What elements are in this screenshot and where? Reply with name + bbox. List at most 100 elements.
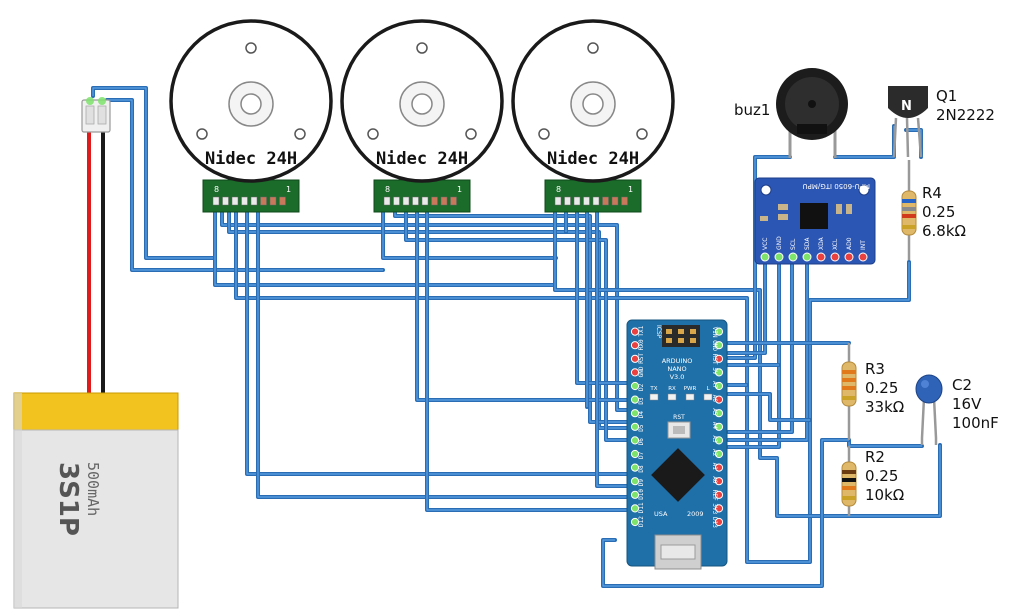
nano-pin bbox=[630, 341, 640, 350]
motor-hole bbox=[367, 128, 379, 140]
jst-connector bbox=[81, 97, 111, 133]
nano-title-2: NANO bbox=[667, 365, 686, 373]
nano-usa: USA bbox=[654, 510, 668, 518]
motor-pin bbox=[250, 196, 258, 206]
wire-highlight bbox=[728, 264, 780, 448]
wire-highlight bbox=[92, 87, 215, 259]
wire-highlight bbox=[221, 205, 637, 411]
nano-pin-label: GND bbox=[711, 340, 718, 351]
c2-ref: C2 bbox=[952, 376, 972, 394]
mpu-pin bbox=[774, 252, 784, 262]
nano-pin bbox=[714, 436, 724, 445]
nano-pin bbox=[714, 463, 724, 472]
nano-pin bbox=[714, 395, 724, 404]
nano-pin bbox=[630, 354, 640, 363]
nano-icsp: ICSP bbox=[655, 325, 662, 339]
motor-pin bbox=[592, 196, 600, 206]
mpu-pin bbox=[858, 252, 868, 262]
wire bbox=[726, 392, 812, 422]
motor-pin bbox=[269, 196, 277, 206]
nano-pin bbox=[714, 327, 724, 336]
mpu-pin-label: XCL bbox=[832, 238, 839, 250]
nano-pin-label: A6 bbox=[711, 395, 718, 403]
nano-pin-label: D10 bbox=[638, 489, 645, 500]
nano-pin-label: D13 bbox=[711, 517, 718, 528]
wire bbox=[220, 203, 639, 412]
nano-pin-label: A2 bbox=[711, 449, 718, 457]
nano-pin-label: A0 bbox=[711, 476, 718, 484]
nano-pin bbox=[714, 449, 724, 459]
c2-voltage: 16V bbox=[952, 395, 982, 413]
motor-pin bbox=[383, 196, 391, 206]
motor-hole bbox=[416, 42, 428, 54]
wire-highlight bbox=[382, 205, 556, 259]
mpu-pin-label: SDA bbox=[804, 237, 811, 250]
motor-hole bbox=[294, 128, 306, 140]
mpu-pin bbox=[760, 252, 770, 262]
nano-pin bbox=[714, 354, 724, 363]
mpu-pin bbox=[802, 252, 812, 262]
wire-highlight bbox=[235, 205, 910, 563]
nano-pin bbox=[714, 490, 724, 499]
transistor-mark: N bbox=[901, 99, 912, 114]
motor-shaft bbox=[411, 93, 433, 115]
nano-pin bbox=[630, 368, 640, 377]
motor-pin bbox=[583, 196, 590, 206]
r3-power: 0.25 bbox=[865, 379, 898, 397]
nano-pin-label: D7 bbox=[638, 451, 645, 459]
nano-led bbox=[649, 393, 659, 401]
nano-pin bbox=[630, 409, 640, 418]
motor-hole bbox=[196, 128, 208, 140]
motor-pin bbox=[564, 196, 571, 206]
transistor-ref: Q1 bbox=[936, 87, 957, 105]
wire-highlight bbox=[246, 205, 637, 475]
nano-rst-label: RST bbox=[673, 414, 685, 421]
transistor-part: 2N2222 bbox=[936, 106, 995, 124]
nano-pin bbox=[630, 422, 640, 431]
nano-pin-label: A4 bbox=[711, 422, 718, 430]
wire-highlight bbox=[728, 264, 793, 433]
nano-title-3: V3.0 bbox=[670, 373, 685, 381]
motor-label: Nidec 24H bbox=[205, 149, 297, 169]
wire-highlight bbox=[728, 264, 808, 441]
nano-led-label: PWR bbox=[684, 386, 697, 392]
motor-hole bbox=[245, 42, 257, 54]
wire-highlight bbox=[257, 205, 637, 498]
nano-pin bbox=[630, 504, 640, 513]
r4-value: 6.8kΩ bbox=[922, 222, 966, 240]
battery: 500mAh 3S1P bbox=[13, 392, 179, 609]
wire-highlight bbox=[728, 393, 810, 421]
nano-pin-label: D6 bbox=[638, 438, 645, 446]
wire-highlight bbox=[602, 439, 849, 587]
motor-shaft bbox=[582, 93, 604, 115]
nano-pin bbox=[630, 477, 640, 486]
nano-pin bbox=[630, 395, 640, 404]
nano-pin-label: D4 bbox=[638, 411, 645, 419]
wire-highlight bbox=[576, 205, 637, 384]
motor-hole bbox=[465, 128, 477, 140]
motor-pin-8-label: 8 bbox=[385, 185, 390, 194]
motor-pcb bbox=[544, 179, 642, 213]
nano-pin-label: D2 bbox=[638, 383, 645, 391]
nano-pin bbox=[714, 517, 724, 527]
nano-pin-label: A1 bbox=[711, 463, 718, 471]
motor-pin bbox=[393, 196, 400, 206]
wire bbox=[256, 203, 639, 499]
nano-pin bbox=[630, 436, 640, 445]
motor-pin bbox=[421, 196, 429, 206]
nano-pin-label: VIN bbox=[711, 327, 718, 338]
motor-pin bbox=[412, 196, 419, 206]
battery-leads bbox=[87, 128, 105, 395]
nano-pin-label: REF bbox=[711, 490, 718, 501]
r2-ref: R2 bbox=[865, 448, 885, 466]
motor-pin bbox=[222, 196, 229, 206]
wire-highlight bbox=[835, 126, 895, 158]
r2-power: 0.25 bbox=[865, 467, 898, 485]
motor-label: Nidec 24H bbox=[376, 149, 468, 169]
nano-pin bbox=[714, 477, 724, 486]
